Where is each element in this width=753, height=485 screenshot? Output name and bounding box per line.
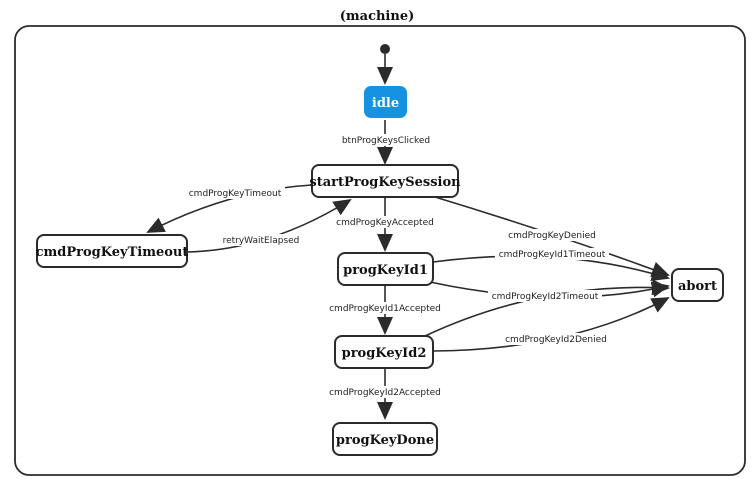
- idle-state-box: [364, 86, 407, 118]
- state-cmdProgKeyTimeout[interactable]: cmdProgKeyTimeout: [36, 234, 189, 268]
- abort-box: [671, 268, 724, 302]
- edge-start-timeout: [146, 184, 313, 233]
- edge-labels: btnProgKeysClicked cmdProgKeyTimeout ret…: [185, 134, 610, 398]
- progKeyId1-box: [337, 252, 434, 286]
- label-cmdProgKeyId1Timeout: cmdProgKeyId1Timeout: [499, 250, 606, 260]
- initial-state-dot: [380, 44, 390, 54]
- label-btnProgKeysClicked: btnProgKeysClicked: [342, 136, 430, 146]
- progKeyId2-box: [334, 335, 434, 369]
- abort-label: abort: [678, 279, 717, 294]
- progKeyId1-label: progKeyId1: [343, 263, 428, 278]
- state-startProgKeySession[interactable]: startProgKeySession: [309, 164, 461, 198]
- state-progKeyId1[interactable]: progKeyId1: [337, 252, 434, 286]
- startProgKeySession-label: startProgKeySession: [309, 175, 461, 190]
- label-cmdProgKeyId2Accepted: cmdProgKeyId2Accepted: [329, 388, 441, 398]
- label-cmdProgKeyDenied: cmdProgKeyDenied: [508, 231, 596, 241]
- label-cmdProgKeyAccepted: cmdProgKeyAccepted: [336, 218, 434, 228]
- state-progKeyId2[interactable]: progKeyId2: [334, 335, 434, 369]
- progKeyDone-box: [332, 422, 438, 456]
- label-cmdProgKeyId2Denied: cmdProgKeyId2Denied: [505, 335, 607, 345]
- machine-frame: [14, 25, 746, 476]
- state-idle[interactable]: idle: [364, 86, 407, 118]
- progKeyDone-label: progKeyDone: [336, 433, 434, 448]
- cmdProgKeyTimeout-label: cmdProgKeyTimeout: [36, 245, 189, 260]
- progKeyId2-label: progKeyId2: [342, 346, 427, 361]
- label-retryWaitElapsed: retryWaitElapsed: [223, 236, 300, 246]
- label-cmdProgKeyTimeout: cmdProgKeyTimeout: [189, 189, 282, 199]
- label-cmdProgKeyId2Timeout: cmdProgKeyId2Timeout: [492, 292, 599, 302]
- state-abort[interactable]: abort: [671, 268, 724, 302]
- idle-state-label: idle: [372, 96, 399, 111]
- diagram-title: (machine): [340, 9, 415, 24]
- startProgKeySession-box: [311, 164, 459, 198]
- cmdProgKeyTimeout-box: [36, 234, 188, 268]
- state-progKeyDone[interactable]: progKeyDone: [332, 422, 438, 456]
- label-cmdProgKeyId1Accepted: cmdProgKeyId1Accepted: [329, 304, 441, 314]
